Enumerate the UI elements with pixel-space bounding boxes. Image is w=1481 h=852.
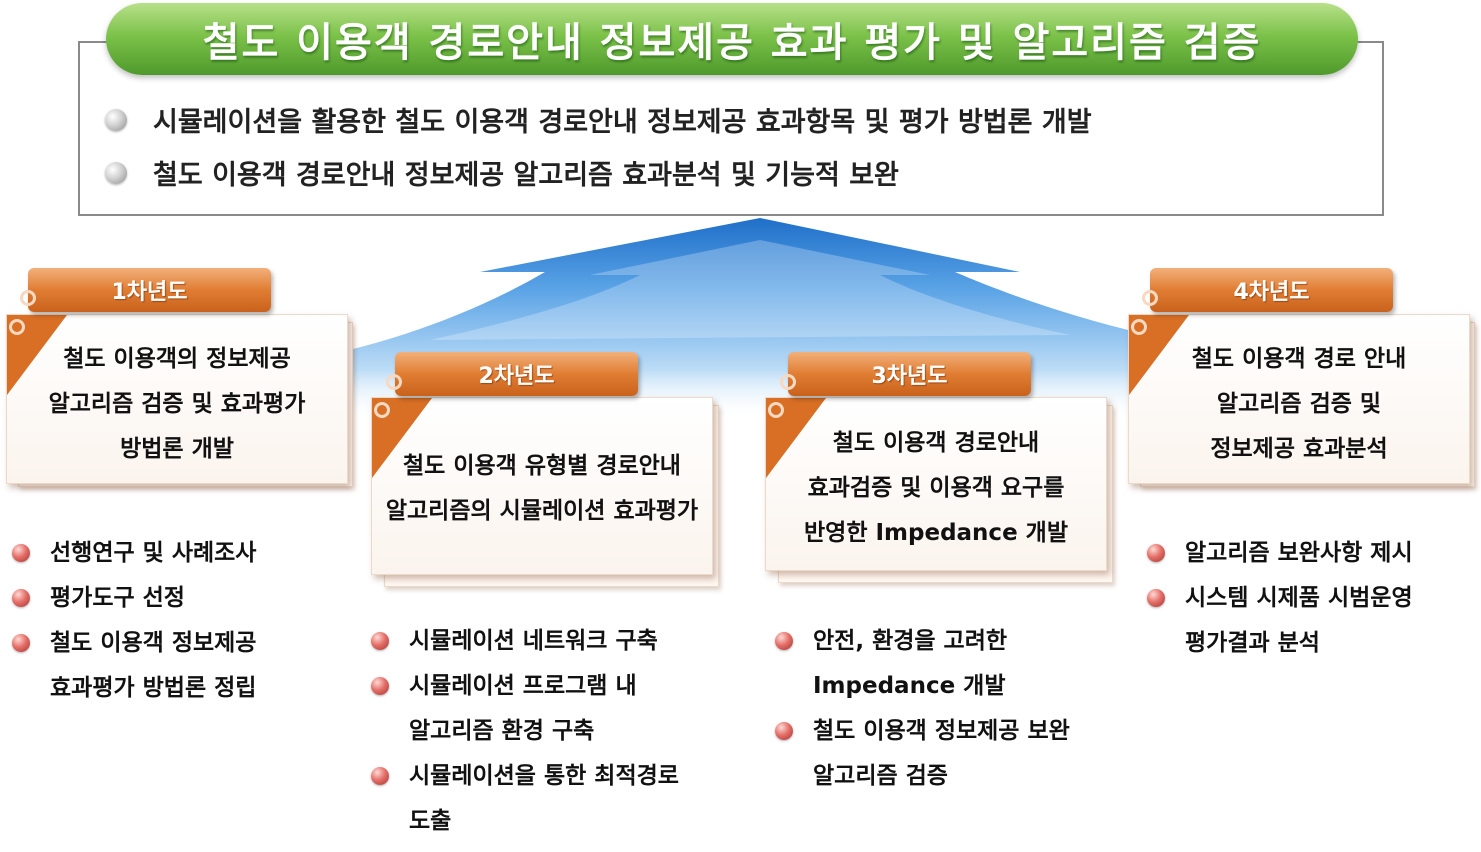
year-3-tab: 3차년도: [788, 352, 1031, 396]
goal-item: 철도 이용객 경로안내 정보제공 알고리즘 효과분석 및 기능적 보완: [105, 153, 899, 192]
ring-icon: [768, 402, 784, 418]
list-item-continuation: 알고리즘 검증: [813, 763, 948, 789]
ring-icon: [9, 319, 25, 335]
goal-item-text: 시뮬레이션을 활용한 철도 이용객 경로안내 정보제공 효과항목 및 평가 방법…: [153, 107, 1092, 138]
bullet-icon: [371, 677, 389, 695]
list-item: 안전, 환경을 고려한: [775, 619, 1070, 664]
bullet-icon: [1147, 589, 1165, 607]
ring-icon: [780, 374, 796, 390]
goal-title: 철도 이용객 경로안내 정보제공 효과 평가 및 알고리즘 검증: [106, 3, 1358, 75]
list-item-continuation: Impedance 개발: [813, 673, 1006, 699]
list-item-continuation: 알고리즘 환경 구축: [409, 718, 595, 744]
year-3-card: 철도 이용객 경로안내 효과검증 및 이용객 요구를 반영한 Impedance…: [765, 397, 1107, 571]
list-item: 철도 이용객 정보제공: [12, 621, 256, 666]
ring-icon: [1142, 290, 1158, 306]
list-item-continuation: 효과평가 방법론 정립: [50, 675, 257, 701]
ring-icon: [374, 402, 390, 418]
goal-item: 시뮬레이션을 활용한 철도 이용객 경로안내 정보제공 효과항목 및 평가 방법…: [105, 100, 1092, 139]
year-4-card: 철도 이용객 경로 안내 알고리즘 검증 및 정보제공 효과분석: [1128, 314, 1470, 484]
list-item: 시스템 시제품 시범운영: [1147, 576, 1413, 621]
list-item: 시뮬레이션을 통한 최적경로: [371, 754, 679, 799]
year-1-summary: 철도 이용객의 정보제공 알고리즘 검증 및 효과평가 방법론 개발: [48, 346, 306, 462]
bullet-icon: [775, 632, 793, 650]
list-item: 시뮬레이션 프로그램 내: [371, 664, 679, 709]
goal-item-text: 철도 이용객 경로안내 정보제공 알고리즘 효과분석 및 기능적 보완: [153, 160, 899, 191]
year-4-summary: 철도 이용객 경로 안내 알고리즘 검증 및 정보제공 효과분석: [1191, 346, 1407, 462]
list-item: 평가도구 선정: [12, 576, 256, 621]
year-1-card: 철도 이용객의 정보제공 알고리즘 검증 및 효과평가 방법론 개발: [6, 314, 348, 484]
list-item-continuation: 평가결과 분석: [1185, 630, 1320, 656]
list-item-continuation: 도출: [409, 808, 452, 834]
ring-icon: [386, 374, 402, 390]
year-3-tasks: 안전, 환경을 고려한 Impedance 개발 철도 이용객 정보제공 보완 …: [775, 619, 1070, 799]
bullet-icon: [371, 767, 389, 785]
bullet-icon: [12, 544, 30, 562]
list-item: 선행연구 및 사례조사: [12, 531, 256, 576]
year-2-card: 철도 이용객 유형별 경로안내 알고리즘의 시뮬레이션 효과평가: [371, 397, 713, 575]
bullet-icon: [775, 722, 793, 740]
year-2-tab: 2차년도: [395, 352, 638, 396]
year-3-summary: 철도 이용객 경로안내 효과검증 및 이용객 요구를 반영한 Impedance…: [804, 430, 1068, 546]
year-4-tasks: 알고리즘 보완사항 제시 시스템 시제품 시범운영 평가결과 분석: [1147, 531, 1413, 666]
bullet-icon: [371, 632, 389, 650]
bullet-icon: [12, 589, 30, 607]
list-item: 철도 이용객 정보제공 보완: [775, 709, 1070, 754]
bullet-icon: [1147, 544, 1165, 562]
bullet-icon: [105, 161, 127, 184]
year-1-tasks: 선행연구 및 사례조사 평가도구 선정 철도 이용객 정보제공 효과평가 방법론…: [12, 531, 256, 711]
bullet-icon: [12, 634, 30, 652]
year-4-tab: 4차년도: [1150, 268, 1393, 312]
year-2-summary: 철도 이용객 유형별 경로안내 알고리즘의 시뮬레이션 효과평가: [385, 453, 699, 524]
list-item: 알고리즘 보완사항 제시: [1147, 531, 1413, 576]
year-1-tab: 1차년도: [28, 268, 271, 312]
list-item: 시뮬레이션 네트워크 구축: [371, 619, 679, 664]
ring-icon: [1131, 319, 1147, 335]
bullet-icon: [105, 108, 127, 131]
year-2-tasks: 시뮬레이션 네트워크 구축 시뮬레이션 프로그램 내 알고리즘 환경 구축 시뮬…: [371, 619, 679, 844]
ring-icon: [20, 290, 36, 306]
